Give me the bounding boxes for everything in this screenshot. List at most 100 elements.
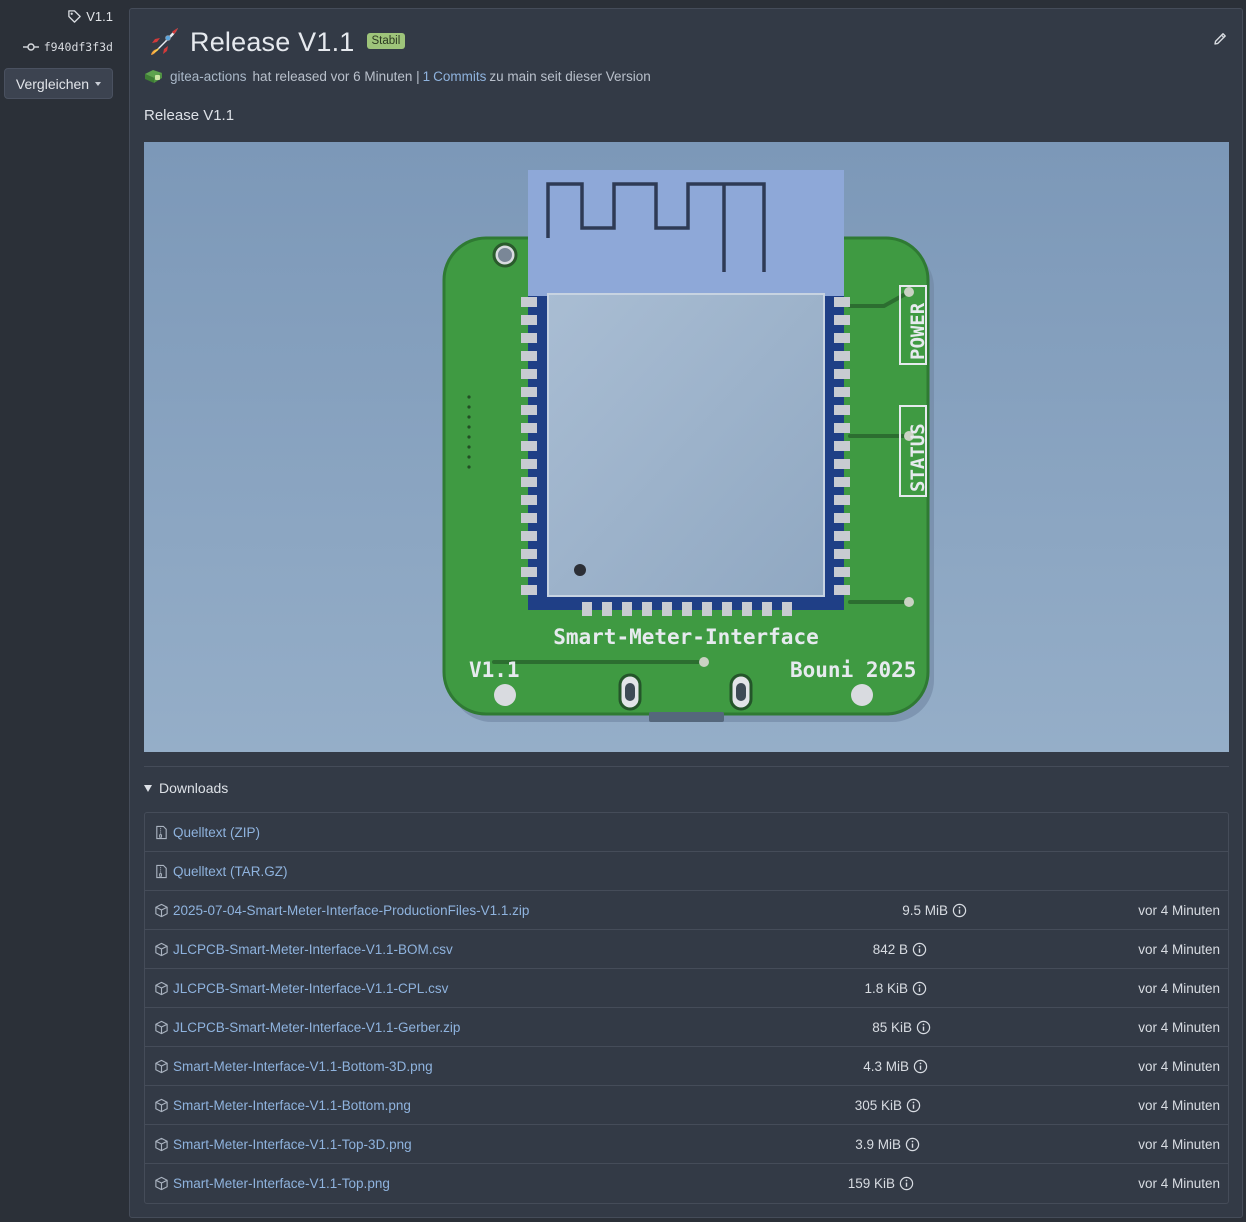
pcb-title-silkscreen: Smart-Meter-Interface bbox=[553, 625, 819, 649]
asset-link[interactable]: Smart-Meter-Interface-V1.1-Bottom-3D.png bbox=[154, 1059, 433, 1074]
package-icon bbox=[155, 903, 168, 917]
asset-time: vor 4 Minuten bbox=[1138, 902, 1220, 918]
asset-name: Smart-Meter-Interface-V1.1-Top-3D.png bbox=[173, 1136, 412, 1152]
asset-size: 3.9 MiB bbox=[855, 1137, 920, 1152]
info-icon[interactable] bbox=[912, 981, 927, 996]
release-header: Release V1.1 Stabil bbox=[148, 26, 406, 58]
file-zip-icon bbox=[156, 864, 167, 878]
source-targz-link[interactable]: Quelltext (TAR.GZ) bbox=[154, 864, 288, 879]
source-zip-link[interactable]: Quelltext (ZIP) bbox=[154, 825, 260, 840]
released-text: hat released vor 6 Minuten | bbox=[252, 68, 420, 84]
package-icon bbox=[155, 1176, 168, 1191]
asset-link[interactable]: Smart-Meter-Interface-V1.1-Top.png bbox=[154, 1176, 390, 1191]
release-title: Release V1.1 bbox=[190, 26, 355, 57]
package-icon bbox=[155, 1059, 168, 1073]
asset-link[interactable]: JLCPCB-Smart-Meter-Interface-V1.1-BOM.cs… bbox=[154, 942, 453, 957]
asset-row: JLCPCB-Smart-Meter-Interface-V1.1-CPL.cs… bbox=[145, 969, 1228, 1008]
source-row-zip: Quelltext (ZIP) bbox=[145, 813, 1228, 852]
pcb-version-silkscreen: V1.1 bbox=[469, 658, 520, 682]
package-icon bbox=[155, 1098, 168, 1112]
stable-badge: Stabil bbox=[366, 33, 406, 49]
asset-time: vor 4 Minuten bbox=[1138, 1136, 1220, 1152]
downloads-heading: Downloads bbox=[159, 780, 229, 796]
asset-row: Smart-Meter-Interface-V1.1-Bottom-3D.png… bbox=[145, 1047, 1228, 1086]
asset-time: vor 4 Minuten bbox=[1138, 1097, 1220, 1113]
pcb-image: Smart-Meter-Interface V1.1 Bouni 2025 PO… bbox=[144, 142, 1229, 752]
commits-link[interactable]: Commits bbox=[433, 68, 487, 84]
asset-size-value: 3.9 MiB bbox=[855, 1136, 901, 1152]
release-card: Release V1.1 Stabil gitea-actions hat re… bbox=[129, 8, 1243, 1218]
package-icon bbox=[155, 1020, 168, 1034]
info-icon[interactable] bbox=[916, 1020, 931, 1035]
asset-size-value: 842 B bbox=[872, 941, 908, 957]
pencil-icon[interactable] bbox=[1212, 31, 1228, 47]
asset-row: Smart-Meter-Interface-V1.1-Bottom.png 30… bbox=[145, 1086, 1228, 1125]
release-meta: gitea-actions hat released vor 6 Minuten… bbox=[144, 68, 651, 84]
chevron-down-icon bbox=[95, 82, 102, 86]
package-icon bbox=[155, 1137, 168, 1151]
asset-time: vor 4 Minuten bbox=[1138, 980, 1220, 996]
avatar[interactable] bbox=[144, 68, 164, 84]
info-icon[interactable] bbox=[906, 1098, 921, 1113]
asset-row: Smart-Meter-Interface-V1.1-Top.png 159 K… bbox=[145, 1164, 1228, 1203]
section-divider bbox=[144, 766, 1229, 767]
commit-icon bbox=[22, 43, 39, 51]
tag-icon bbox=[68, 10, 82, 23]
triangle-down-icon bbox=[144, 784, 152, 792]
compare-label: Vergleichen bbox=[15, 75, 90, 92]
commit-sha: f940df3f3d bbox=[43, 40, 113, 54]
pcb-author-silkscreen: Bouni 2025 bbox=[790, 658, 916, 682]
asset-size-value: 4.3 MiB bbox=[863, 1058, 909, 1074]
asset-size: 159 KiB bbox=[848, 1176, 914, 1191]
commit-link[interactable]: f940df3f3d bbox=[22, 40, 113, 54]
info-icon[interactable] bbox=[899, 1176, 914, 1191]
asset-size-value: 85 KiB bbox=[872, 1019, 912, 1035]
compare-button[interactable]: Vergleichen bbox=[4, 68, 113, 99]
asset-size: 9.5 MiB bbox=[902, 903, 967, 918]
asset-row: Smart-Meter-Interface-V1.1-Top-3D.png 3.… bbox=[145, 1125, 1228, 1164]
asset-name: JLCPCB-Smart-Meter-Interface-V1.1-Gerber… bbox=[173, 1019, 461, 1035]
asset-time: vor 4 Minuten bbox=[1138, 1176, 1220, 1191]
downloads-list: Quelltext (ZIP) Quelltext (TAR.GZ) 2025-… bbox=[144, 812, 1229, 1204]
asset-row: 2025-07-04-Smart-Meter-Interface-Product… bbox=[145, 891, 1228, 930]
asset-name: Smart-Meter-Interface-V1.1-Bottom.png bbox=[173, 1097, 411, 1113]
asset-row: JLCPCB-Smart-Meter-Interface-V1.1-Gerber… bbox=[145, 1008, 1228, 1047]
release-description: Release V1.1 bbox=[144, 107, 235, 124]
asset-link[interactable]: 2025-07-04-Smart-Meter-Interface-Product… bbox=[154, 903, 529, 918]
author-link[interactable]: gitea-actions bbox=[170, 68, 247, 84]
asset-row: JLCPCB-Smart-Meter-Interface-V1.1-BOM.cs… bbox=[145, 930, 1228, 969]
asset-size-value: 1.8 KiB bbox=[864, 980, 908, 996]
asset-name: JLCPCB-Smart-Meter-Interface-V1.1-CPL.cs… bbox=[173, 980, 449, 996]
rocket-icon bbox=[151, 28, 178, 55]
info-icon[interactable] bbox=[913, 1059, 928, 1074]
file-zip-icon bbox=[156, 825, 167, 839]
source-targz-label: Quelltext (TAR.GZ) bbox=[173, 863, 288, 879]
tag-label: V1.1 bbox=[86, 9, 113, 24]
downloads-toggle[interactable]: Downloads bbox=[144, 780, 228, 796]
asset-time: vor 4 Minuten bbox=[1138, 1019, 1220, 1035]
info-icon[interactable] bbox=[912, 942, 927, 957]
tag-link[interactable]: V1.1 bbox=[67, 9, 113, 24]
package-icon bbox=[155, 942, 168, 956]
asset-time: vor 4 Minuten bbox=[1138, 1058, 1220, 1074]
asset-time: vor 4 Minuten bbox=[1138, 941, 1220, 957]
asset-size: 842 B bbox=[873, 942, 927, 957]
asset-size-value: 159 KiB bbox=[847, 1176, 895, 1191]
info-icon[interactable] bbox=[952, 903, 967, 918]
pcb-status-label: STATUS bbox=[907, 423, 929, 492]
asset-size: 85 KiB bbox=[872, 1020, 931, 1035]
asset-link[interactable]: JLCPCB-Smart-Meter-Interface-V1.1-Gerber… bbox=[154, 1020, 460, 1035]
asset-link[interactable]: Smart-Meter-Interface-V1.1-Bottom.png bbox=[154, 1098, 411, 1113]
asset-size-value: 9.5 MiB bbox=[902, 902, 948, 918]
source-row-targz: Quelltext (TAR.GZ) bbox=[145, 852, 1228, 891]
asset-name: 2025-07-04-Smart-Meter-Interface-Product… bbox=[173, 902, 530, 918]
pcb-power-label: POWER bbox=[907, 302, 929, 360]
asset-size: 1.8 KiB bbox=[864, 981, 927, 996]
asset-link[interactable]: Smart-Meter-Interface-V1.1-Top-3D.png bbox=[154, 1137, 412, 1152]
pcb-render-illustration: Smart-Meter-Interface V1.1 Bouni 2025 PO… bbox=[144, 142, 1229, 752]
info-icon[interactable] bbox=[905, 1137, 920, 1152]
source-zip-label: Quelltext (ZIP) bbox=[173, 824, 261, 840]
asset-name: Smart-Meter-Interface-V1.1-Bottom-3D.png bbox=[173, 1058, 433, 1074]
asset-link[interactable]: JLCPCB-Smart-Meter-Interface-V1.1-CPL.cs… bbox=[154, 981, 448, 996]
asset-size: 305 KiB bbox=[855, 1098, 921, 1113]
